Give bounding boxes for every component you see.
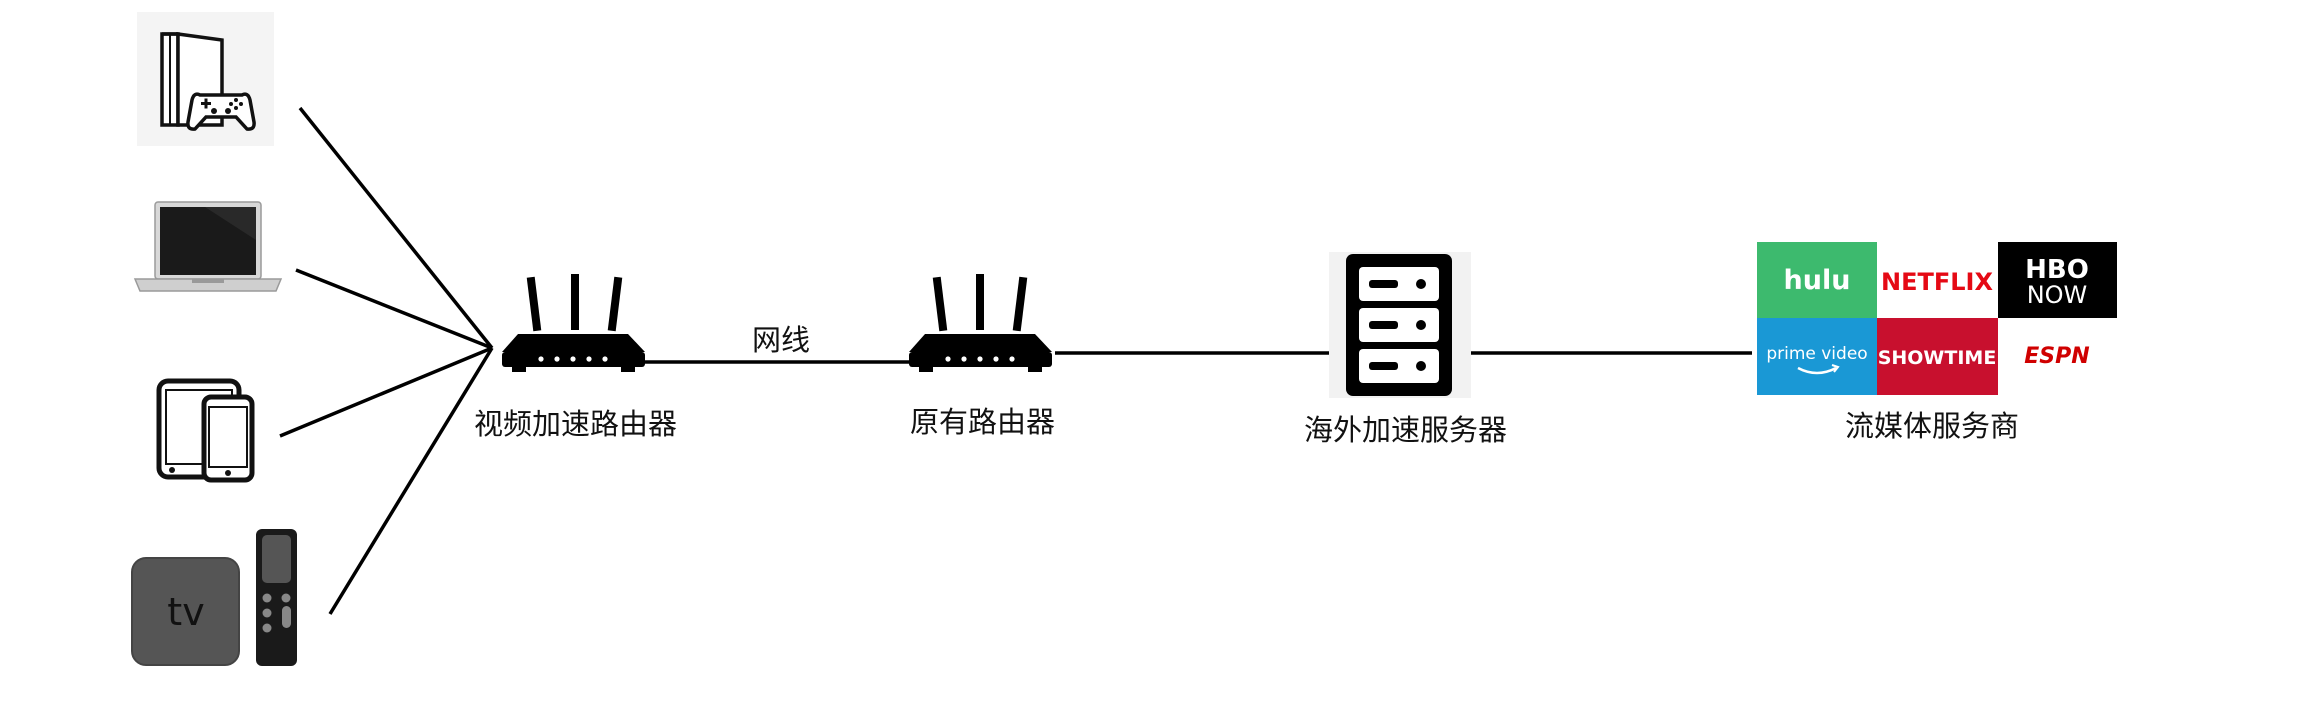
hulu-logo — [1757, 242, 1877, 318]
tablet-phone-icon — [156, 378, 255, 483]
game-console-icon — [137, 12, 274, 146]
streaming-label: 流媒体服务商 — [1845, 409, 2020, 443]
router-icon — [909, 274, 1052, 372]
showtime-logo-text: SHOWTIME — [1878, 347, 1997, 369]
now-logo-text: NOW — [2027, 281, 2088, 309]
hbo-logo-text: HBO — [2025, 255, 2089, 285]
netflix-logo — [1877, 242, 1998, 318]
espn-logo — [1998, 318, 2117, 395]
connector-tablet — [279, 346, 493, 438]
server-icon — [1329, 252, 1471, 398]
espn-logo-text: ESPN — [2024, 344, 2089, 369]
streaming-logos: hulu NETFLIX HBO NOW prime video SHOWTIM… — [1757, 242, 2117, 395]
apple-tv-text: tv — [167, 590, 204, 634]
cable-label: 网线 — [752, 323, 811, 357]
laptop-icon — [133, 201, 283, 292]
router-icon — [502, 274, 645, 372]
apple-tv-icon: tv — [131, 529, 297, 666]
connector-appletv — [328, 347, 494, 615]
connector-console — [298, 106, 494, 350]
hulu-logo-text: hulu — [1784, 265, 1851, 296]
netflix-logo-text: NETFLIX — [1881, 268, 1993, 296]
accel-router-label: 视频加速路由器 — [474, 407, 678, 441]
connectors — [279, 106, 1752, 615]
server-label: 海外加速服务器 — [1304, 413, 1508, 447]
orig-router-label: 原有路由器 — [910, 405, 1056, 439]
hbo-now-logo — [1998, 242, 2117, 318]
showtime-logo — [1877, 318, 1998, 395]
prime-video-logo-text: prime video — [1766, 344, 1867, 364]
connector-laptop — [295, 268, 493, 350]
prime-video-logo — [1757, 318, 1877, 395]
